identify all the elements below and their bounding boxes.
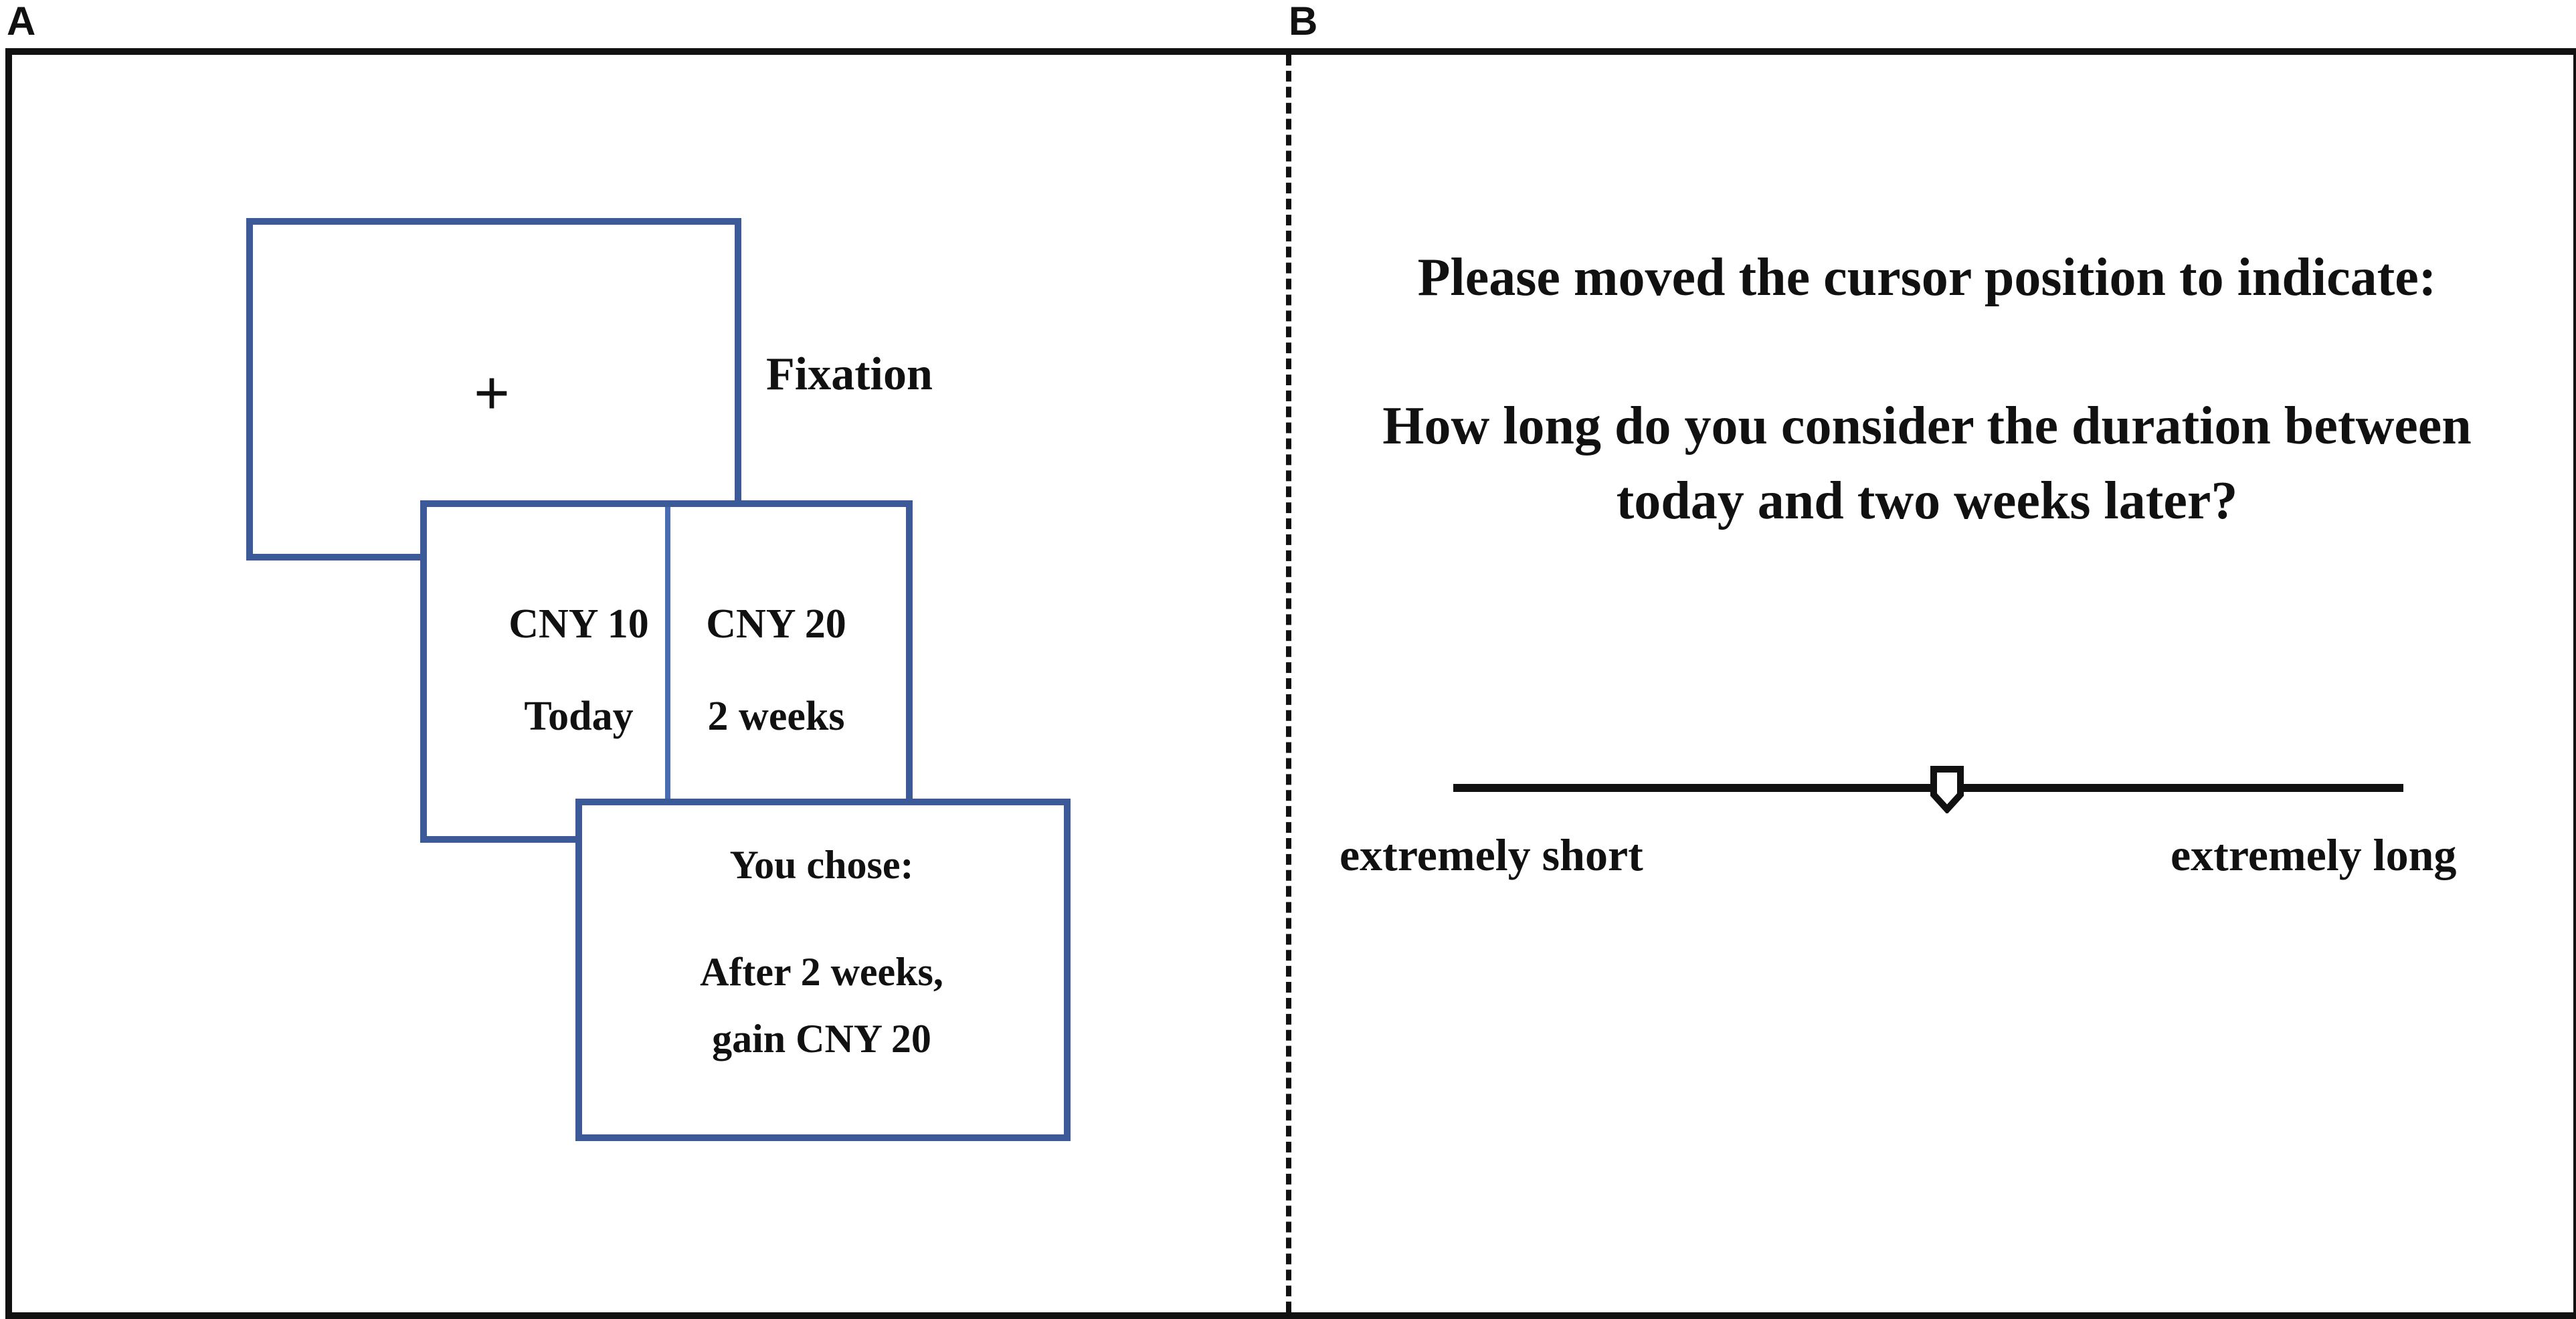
rating-slider-track[interactable]: [1453, 784, 2403, 792]
question-line-1: How long do you consider the duration be…: [1382, 397, 2472, 455]
panel-a-label: A: [7, 0, 36, 43]
figure-frame: [5, 48, 2576, 1319]
option-left-delay: Today: [524, 694, 634, 739]
option-right-amount: CNY 20: [706, 601, 846, 647]
panel-divider: [1286, 55, 1291, 1312]
scale-right-label: extremely long: [2171, 829, 2457, 880]
scale-left-label: extremely short: [1340, 829, 1643, 880]
option-left-amount: CNY 10: [509, 601, 649, 647]
feedback-screen: [575, 799, 1071, 1141]
options-divider: [665, 507, 670, 836]
feedback-heading: You chose:: [729, 843, 914, 887]
options-screen: [420, 500, 913, 843]
instruction-text: Please moved the cursor position to indi…: [1417, 248, 2437, 307]
option-right-delay: 2 weeks: [707, 694, 845, 739]
feedback-line-1: After 2 weeks,: [700, 950, 943, 994]
fixation-label: Fixation: [766, 348, 933, 400]
pentagon-pointer-icon[interactable]: [1928, 765, 1966, 813]
panel-b-label: B: [1289, 0, 1318, 43]
feedback-line-2: gain CNY 20: [712, 1017, 931, 1061]
fixation-cross: +: [473, 357, 511, 429]
question-line-2: today and two weeks later?: [1616, 472, 2238, 530]
